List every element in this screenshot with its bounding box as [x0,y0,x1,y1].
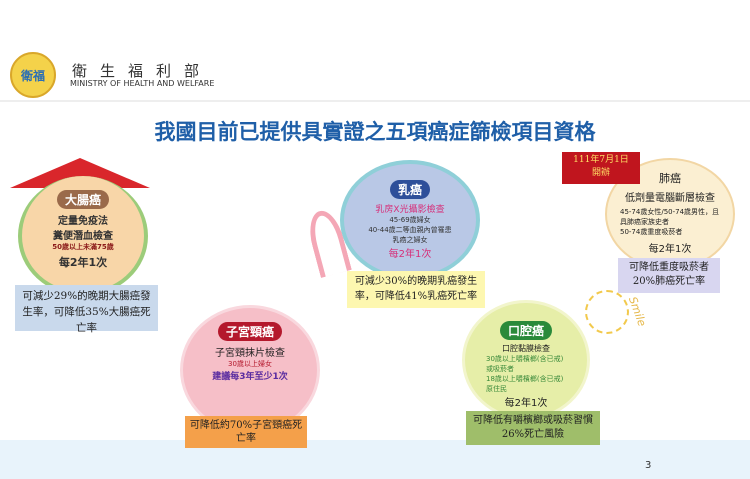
smile-text: Smile [625,294,649,329]
colorectal-frequency: 每2年1次 [58,256,108,269]
lung-name: 肺癌 [659,172,681,185]
colorectal-benefit: 可減少29%的晚期大腸癌發生率，可降低35%大腸癌死亡率 [15,285,158,334]
breast-eligibility-1: 45-69歲婦女 [389,216,431,224]
oral-circle: 口腔癌 口腔黏膜檢查 30歲以上嚼檳榔(含已戒)或吸菸者 18歲以上嚼檳榔(含已… [462,300,590,420]
sun-smile-icon [585,290,629,334]
oral-badge: 口腔癌 [499,321,552,340]
ministry-logo: 衛福 [10,52,56,98]
lung-eligibility-1: 45-74歲女性/50-74歲男性，且具肺癌家族史者 [620,208,720,226]
banner-status: 開辦 [591,168,610,178]
breast-method: 乳房X光攝影檢查 [375,205,445,215]
colorectal-method1: 定量免疫法 [58,216,108,227]
lung-eligibility-2: 50-74歲重度吸菸者 [620,228,683,236]
breast-benefit: 可減少30%的晚期乳癌發生率，可降低41%乳癌死亡率 [347,271,485,308]
oral-method: 口腔黏膜檢查 [502,344,550,353]
bottom-band [0,440,750,479]
org-name-cn: 衛生福利部 [72,62,213,80]
logo-text: 衛福 [20,68,45,83]
breast-badge: 乳癌 [389,180,430,199]
lung-benefit: 可降低重度吸菸者20%肺癌死亡率 [618,258,720,293]
launch-banner: 111年7月1日 開辦 [562,152,640,184]
oral-frequency: 每2年1次 [504,398,548,409]
cervical-method: 子宮頸抹片檢查 [215,348,285,359]
oral-eligibility-1: 30歲以上嚼檳榔(含已戒)或吸菸者 [486,355,564,373]
banner-date: 111年7月1日 [573,155,629,165]
lung-frequency: 每2年1次 [648,244,692,255]
cervical-badge: 子宮頸癌 [217,322,282,341]
breast-eligibility-2: 40-44歲二等血親內曾罹患乳癌之婦女 [368,226,452,244]
lung-method: 低劑量電腦斷層檢查 [625,193,715,204]
colorectal-badge: 大腸癌 [56,190,109,209]
cervical-frequency: 建議每3年至少1次 [212,372,288,382]
cervical-eligibility: 30歲以上婦女 [228,360,272,368]
colorectal-circle: 大腸癌 定量免疫法 糞便潛血檢查 50歲以上未滿75歲 每2年1次 [18,176,148,296]
oral-benefit: 可降低有嚼檳榔或吸菸習慣26%死亡風險 [466,411,600,445]
org-name-en: MINISTRY OF HEALTH AND WELFARE [70,79,215,88]
cervical-benefit: 可降低約70%子宮頸癌死亡率 [185,416,307,448]
breast-frequency: 每2年1次 [388,249,432,260]
slide-title: 我國目前已提供具實證之五項癌症篩檢項目資格 [154,120,596,144]
breast-circle: 乳癌 乳房X光攝影檢查 45-69歲婦女 40-44歲二等血親內曾罹患乳癌之婦女… [340,160,480,280]
cervical-circle: 子宮頸癌 子宮頸抹片檢查 30歲以上婦女 建議每3年至少1次 [180,305,320,435]
page-number: 3 [645,460,652,471]
colorectal-method2: 糞便潛血檢查 [53,231,113,242]
header-divider [0,100,750,102]
oral-eligibility-2: 18歲以上嚼檳榔(含已戒)原住民 [486,375,564,393]
colorectal-eligibility: 50歲以上未滿75歲 [52,243,114,251]
